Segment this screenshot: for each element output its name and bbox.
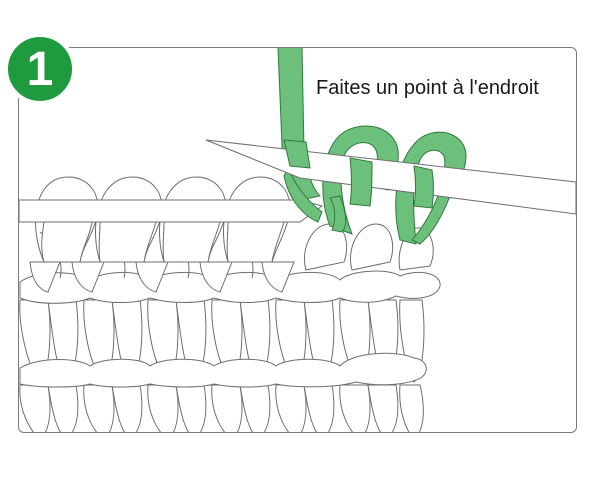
step-number: 1 <box>26 42 54 96</box>
stitch-leg <box>211 384 243 432</box>
stitch-leg <box>71 261 105 293</box>
loop-front <box>226 221 285 263</box>
loop-front <box>41 221 93 263</box>
stitch-leg <box>83 384 115 432</box>
working-yarn <box>277 48 467 245</box>
stitch-leg <box>239 384 271 432</box>
yarn-strand <box>349 157 373 207</box>
stitch-leg <box>147 384 179 432</box>
stitch-leg <box>135 261 169 293</box>
left-needle <box>19 199 324 223</box>
yarn-strand <box>413 165 434 209</box>
stitch-leg <box>367 384 399 432</box>
working-yarn-front <box>283 139 434 209</box>
stitch-leg <box>199 261 233 293</box>
stitch-leg <box>339 384 371 432</box>
bump-row <box>19 352 427 388</box>
loop-front <box>162 221 221 263</box>
loop-front <box>98 221 157 263</box>
stitch-leg <box>399 384 424 432</box>
yarn-strand <box>411 189 453 245</box>
stitch-leg <box>261 261 295 293</box>
stitch-leg <box>19 384 51 432</box>
yarn-strand <box>283 139 311 169</box>
yarn-strand <box>283 166 323 223</box>
loop-fronts <box>41 221 285 263</box>
stitch-leg <box>275 384 307 432</box>
stitch-leg <box>47 384 79 432</box>
stitch-leg <box>175 384 207 432</box>
stitch-loop <box>350 223 394 271</box>
instruction-caption: Faites un point à l'endroit <box>316 77 539 99</box>
step-number-badge: 1 <box>4 33 76 105</box>
stitch-leg <box>303 384 335 432</box>
stitch-leg <box>29 261 61 293</box>
stitch-leg <box>111 384 143 432</box>
fabric-bump-rows <box>19 270 441 388</box>
yarn-strand <box>329 195 347 233</box>
